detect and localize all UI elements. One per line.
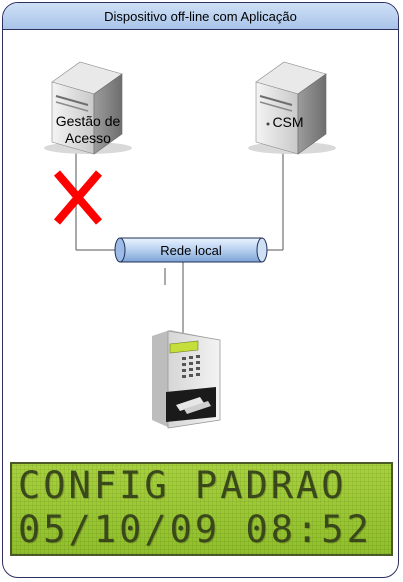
local-network-label: Rede local [160,243,222,258]
diagram-title: Dispositivo off-line com Aplicação [3,3,398,30]
lcd-line-2: 05/10/09 08:52 . [18,508,393,551]
local-network-pipe [114,237,268,263]
access-terminal-icon [152,330,221,429]
lcd-line-1: CONFIG PADRAO [18,464,347,507]
csm-server-label: CSM [272,114,303,130]
lcd-display: CONFIG PADRAO 05/10/09 08:52 . [10,462,393,556]
access-server-label-line2: Acesso [65,130,111,146]
csm-server-icon [248,61,336,155]
access-server-label-line1: Gestão de [56,113,121,129]
access-server-icon [44,61,132,155]
disconnected-cross-icon [53,170,103,225]
